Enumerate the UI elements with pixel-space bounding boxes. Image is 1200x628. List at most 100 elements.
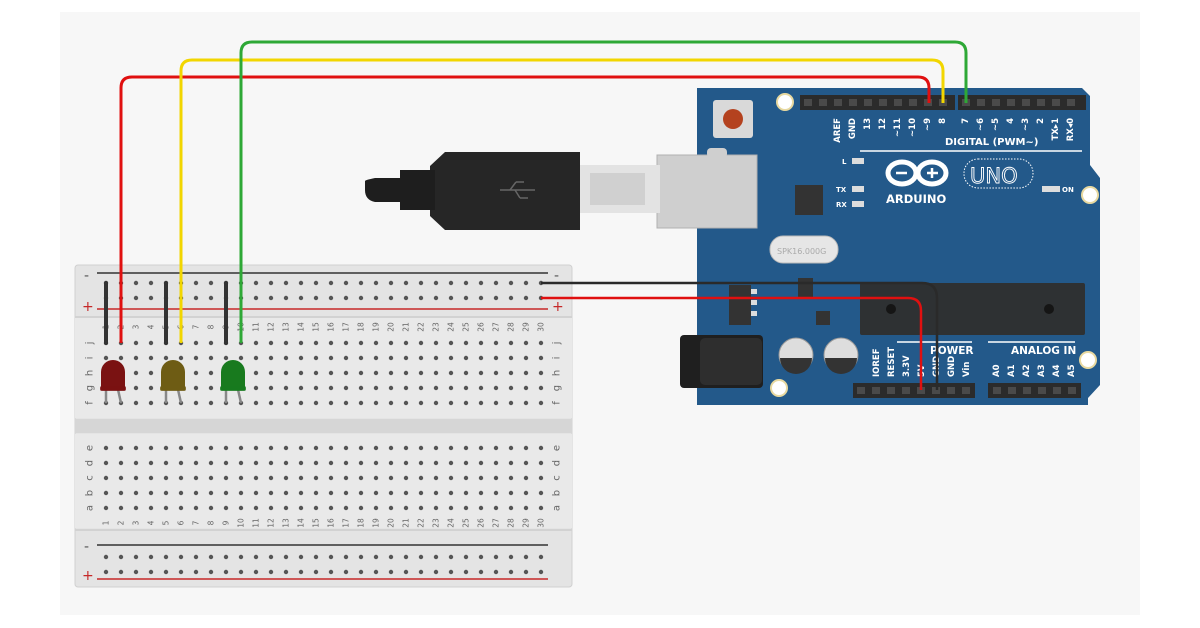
breadboard-hole[interactable] [418, 385, 424, 391]
breadboard-hole[interactable] [403, 475, 409, 481]
breadboard-hole[interactable] [118, 460, 124, 466]
breadboard-hole[interactable] [118, 490, 124, 496]
breadboard-hole[interactable] [283, 370, 289, 376]
breadboard-hole[interactable] [283, 460, 289, 466]
rail-hole[interactable] [373, 569, 379, 575]
rail-hole[interactable] [463, 280, 469, 286]
breadboard-hole[interactable] [253, 475, 259, 481]
rail-hole[interactable] [178, 554, 184, 560]
breadboard-hole[interactable] [328, 460, 334, 466]
rail-hole[interactable] [448, 295, 454, 301]
breadboard-hole[interactable] [298, 355, 304, 361]
rail-hole[interactable] [253, 295, 259, 301]
breadboard-hole[interactable] [358, 355, 364, 361]
breadboard-hole[interactable] [418, 400, 424, 406]
breadboard-hole[interactable] [193, 400, 199, 406]
breadboard-hole[interactable] [373, 505, 379, 511]
breadboard-hole[interactable] [178, 475, 184, 481]
rail-hole[interactable] [433, 569, 439, 575]
header-pin[interactable] [1052, 99, 1060, 106]
breadboard-hole[interactable] [418, 445, 424, 451]
rail-hole[interactable] [298, 295, 304, 301]
rail-hole[interactable] [403, 554, 409, 560]
breadboard-hole[interactable] [238, 490, 244, 496]
breadboard-hole[interactable] [223, 355, 229, 361]
rail-hole[interactable] [253, 280, 259, 286]
rail-hole[interactable] [358, 554, 364, 560]
rail-hole[interactable] [103, 569, 109, 575]
breadboard-hole[interactable] [388, 505, 394, 511]
breadboard-hole[interactable] [133, 370, 139, 376]
breadboard-hole[interactable] [493, 445, 499, 451]
breadboard-hole[interactable] [133, 400, 139, 406]
breadboard-hole[interactable] [313, 385, 319, 391]
rail-hole[interactable] [538, 569, 544, 575]
breadboard-hole[interactable] [343, 385, 349, 391]
rail-hole[interactable] [133, 280, 139, 286]
breadboard-hole[interactable] [238, 505, 244, 511]
rail-hole[interactable] [493, 280, 499, 286]
breadboard-hole[interactable] [373, 490, 379, 496]
rail-hole[interactable] [283, 569, 289, 575]
breadboard[interactable]: - + - + - + jjiihhggffeeddccbbaa11223344… [74, 264, 573, 588]
header-pin[interactable] [977, 99, 985, 106]
breadboard-hole[interactable] [493, 400, 499, 406]
rail-hole[interactable] [163, 569, 169, 575]
breadboard-hole[interactable] [478, 490, 484, 496]
header-pin[interactable] [849, 99, 857, 106]
header-pin[interactable] [947, 387, 955, 394]
breadboard-hole[interactable] [373, 340, 379, 346]
header-pin[interactable] [834, 99, 842, 106]
breadboard-hole[interactable] [268, 490, 274, 496]
breadboard-hole[interactable] [103, 445, 109, 451]
led-green[interactable] [220, 360, 246, 404]
usb-port[interactable] [656, 154, 758, 229]
breadboard-hole[interactable] [118, 505, 124, 511]
breadboard-hole[interactable] [538, 355, 544, 361]
breadboard-hole[interactable] [133, 445, 139, 451]
breadboard-hole[interactable] [433, 385, 439, 391]
header-pin[interactable] [917, 387, 925, 394]
breadboard-hole[interactable] [343, 475, 349, 481]
breadboard-hole[interactable] [253, 505, 259, 511]
breadboard-hole[interactable] [433, 355, 439, 361]
breadboard-hole[interactable] [388, 370, 394, 376]
header-pin[interactable] [1022, 99, 1030, 106]
rail-hole[interactable] [463, 569, 469, 575]
breadboard-hole[interactable] [313, 475, 319, 481]
breadboard-hole[interactable] [163, 460, 169, 466]
rail-hole[interactable] [508, 295, 514, 301]
breadboard-hole[interactable] [103, 505, 109, 511]
breadboard-hole[interactable] [358, 400, 364, 406]
breadboard-hole[interactable] [478, 355, 484, 361]
rail-hole[interactable] [388, 295, 394, 301]
breadboard-hole[interactable] [193, 475, 199, 481]
rail-hole[interactable] [328, 280, 334, 286]
breadboard-hole[interactable] [238, 355, 244, 361]
breadboard-hole[interactable] [448, 340, 454, 346]
breadboard-hole[interactable] [493, 355, 499, 361]
rail-hole[interactable] [358, 280, 364, 286]
breadboard-hole[interactable] [403, 370, 409, 376]
header-pin[interactable] [902, 387, 910, 394]
breadboard-hole[interactable] [493, 460, 499, 466]
breadboard-hole[interactable] [118, 445, 124, 451]
breadboard-hole[interactable] [208, 340, 214, 346]
rail-hole[interactable] [298, 554, 304, 560]
header-pin[interactable] [992, 99, 1000, 106]
breadboard-hole[interactable] [463, 445, 469, 451]
breadboard-hole[interactable] [133, 355, 139, 361]
breadboard-hole[interactable] [418, 370, 424, 376]
breadboard-hole[interactable] [253, 445, 259, 451]
breadboard-hole[interactable] [523, 460, 529, 466]
rail-hole[interactable] [283, 280, 289, 286]
rail-hole[interactable] [178, 569, 184, 575]
rail-hole[interactable] [208, 569, 214, 575]
breadboard-hole[interactable] [523, 355, 529, 361]
breadboard-hole[interactable] [433, 445, 439, 451]
breadboard-hole[interactable] [508, 490, 514, 496]
breadboard-hole[interactable] [253, 340, 259, 346]
rail-hole[interactable] [133, 569, 139, 575]
rail-hole[interactable] [403, 569, 409, 575]
rail-hole[interactable] [163, 554, 169, 560]
